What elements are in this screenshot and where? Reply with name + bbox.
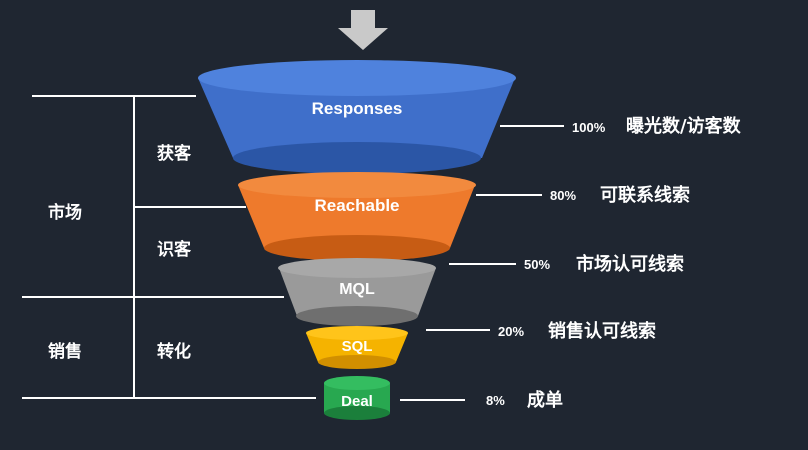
leader-lines xyxy=(400,125,564,401)
description-sql: 销售认可线索 xyxy=(548,320,656,342)
stage-body xyxy=(238,185,475,248)
percent-mql: 50% xyxy=(524,257,550,272)
funnel-stage-deal: Deal xyxy=(324,376,390,420)
department-label-market: 市场 xyxy=(48,202,82,223)
description-responses: 曝光数/访客数 xyxy=(626,115,742,137)
description-mql: 市场认可线索 xyxy=(576,253,684,275)
funnel-stage-responses: Responses xyxy=(198,60,516,174)
stage-label: Reachable xyxy=(314,196,399,215)
stage-label: Responses xyxy=(312,99,403,118)
stage-bottom xyxy=(296,306,418,326)
stage-bottom xyxy=(324,406,390,420)
stage-body xyxy=(306,333,408,362)
phase-label-acquire: 获客 xyxy=(157,143,192,164)
funnel-stage-mql: MQL xyxy=(278,258,436,326)
phase-bracket xyxy=(22,95,316,399)
phase-label-identify: 识客 xyxy=(157,239,192,260)
stage-top xyxy=(278,258,436,278)
stage-label: MQL xyxy=(339,281,375,298)
stage-bottom xyxy=(318,355,396,369)
description-deal: 成单 xyxy=(527,389,563,411)
stage-body xyxy=(198,78,515,158)
department-label-sales: 销售 xyxy=(48,341,82,362)
stage-top xyxy=(306,326,408,340)
percent-responses: 100% xyxy=(572,120,606,135)
stage-top xyxy=(198,60,516,96)
percent-deal: 8% xyxy=(486,393,505,408)
stage-bottom xyxy=(233,142,481,174)
description-reachable: 可联系线索 xyxy=(600,184,690,206)
percent-reachable: 80% xyxy=(550,188,576,203)
stage-label: Deal xyxy=(341,393,373,410)
phase-label-convert: 转化 xyxy=(157,341,191,362)
percent-sql: 20% xyxy=(498,324,524,339)
funnel-stage-reachable: Reachable xyxy=(238,172,476,261)
stage-top xyxy=(324,376,390,390)
stage-body xyxy=(279,268,436,316)
stage-bottom xyxy=(264,235,450,261)
down-arrow-icon xyxy=(338,10,388,50)
funnel-stage-sql: SQL xyxy=(306,326,408,369)
stage-label: SQL xyxy=(342,338,373,355)
stage-top xyxy=(238,172,476,198)
